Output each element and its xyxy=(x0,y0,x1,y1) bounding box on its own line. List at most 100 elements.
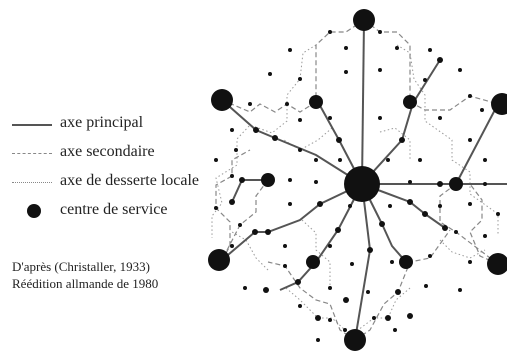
local-line-swatch xyxy=(12,182,52,183)
principal-line-swatch xyxy=(12,124,52,126)
settlement-19 xyxy=(468,94,472,98)
settlement-7 xyxy=(268,72,272,76)
settlement-53 xyxy=(243,286,247,290)
local-centre-9 xyxy=(239,177,245,183)
regional-centre-6 xyxy=(344,329,366,351)
settlement-10 xyxy=(378,68,382,72)
local-centre-13 xyxy=(437,57,443,63)
district-centre-6 xyxy=(399,255,413,269)
settlement-61 xyxy=(372,316,376,320)
large-centres xyxy=(208,9,507,351)
settlement-39 xyxy=(238,223,242,227)
settlement-44 xyxy=(454,230,458,234)
regional-centre-5 xyxy=(487,253,507,275)
settlement-6 xyxy=(428,48,432,52)
local-centre-21 xyxy=(407,313,413,319)
source-line-1: D'après (Christaller, 1933) xyxy=(12,259,150,274)
district-centre-5 xyxy=(306,255,320,269)
settlement-16 xyxy=(328,116,332,120)
secondary-line-swatch xyxy=(12,153,52,154)
settlement-35 xyxy=(483,182,487,186)
district-centre-3 xyxy=(261,173,275,187)
settlement-12 xyxy=(458,68,462,72)
settlement-42 xyxy=(388,204,392,208)
settlement-17 xyxy=(378,116,382,120)
settlement-54 xyxy=(283,264,287,268)
source-line-2: Réédition allmande de 1980 xyxy=(12,276,159,291)
settlement-62 xyxy=(393,328,397,332)
settlement-18 xyxy=(438,116,442,120)
legend-label-secondaire: axe secondaire xyxy=(60,143,155,160)
settlement-9 xyxy=(344,70,348,74)
local-centre-2 xyxy=(399,137,405,143)
settlement-48 xyxy=(328,244,332,248)
settlement-23 xyxy=(298,148,302,152)
local-centre-24 xyxy=(395,289,401,295)
settlement-51 xyxy=(428,254,432,258)
settlement-24 xyxy=(314,158,318,162)
settlement-1 xyxy=(288,48,292,52)
local-centre-11 xyxy=(252,229,258,235)
district-centre-4 xyxy=(449,177,463,191)
local-centre-5 xyxy=(335,227,341,233)
settlement-32 xyxy=(288,178,292,182)
settlement-43 xyxy=(438,204,442,208)
settlement-38 xyxy=(214,206,218,210)
local-centre-23 xyxy=(343,297,349,303)
settlement-41 xyxy=(348,204,352,208)
settlement-5 xyxy=(395,46,399,50)
local-centre-16 xyxy=(442,225,448,231)
settlement-36 xyxy=(468,202,472,206)
settlement-55 xyxy=(328,286,332,290)
settlement-14 xyxy=(285,102,289,106)
local-centre-6 xyxy=(379,221,385,227)
local-centre-7 xyxy=(272,135,278,141)
regional-centre-1 xyxy=(353,9,375,31)
centre-dot-swatch xyxy=(27,204,41,218)
settlement-28 xyxy=(468,138,472,142)
settlement-47 xyxy=(283,244,287,248)
source-citation: D'après (Christaller, 1933) Réédition al… xyxy=(12,258,158,292)
medium-centres xyxy=(261,95,463,269)
settlement-21 xyxy=(230,128,234,132)
settlement-57 xyxy=(424,284,428,288)
settlement-4 xyxy=(378,30,382,34)
settlement-8 xyxy=(298,77,302,81)
local-centre-4 xyxy=(407,199,413,205)
settlement-27 xyxy=(418,158,422,162)
regional-centre-3 xyxy=(491,93,507,115)
settlement-58 xyxy=(458,288,462,292)
settlement-63 xyxy=(316,338,320,342)
local-centre-1 xyxy=(336,137,342,143)
settlement-52 xyxy=(468,260,472,264)
district-centre-2 xyxy=(403,95,417,109)
settlement-15 xyxy=(298,118,302,122)
settlement-30 xyxy=(214,158,218,162)
local-centre-20 xyxy=(385,315,391,321)
settlement-2 xyxy=(328,30,332,34)
settlement-49 xyxy=(350,262,354,266)
settlement-40 xyxy=(288,202,292,206)
settlement-20 xyxy=(480,108,484,112)
legend-label-principal: axe principal xyxy=(60,114,144,131)
local-centre-14 xyxy=(437,181,443,187)
local-centre-17 xyxy=(295,279,301,285)
settlement-37 xyxy=(496,212,500,216)
legend-label-centre: centre de service xyxy=(60,201,168,218)
settlement-29 xyxy=(483,158,487,162)
local-centre-19 xyxy=(315,315,321,321)
settlement-22 xyxy=(234,148,238,152)
local-centre-18 xyxy=(367,247,373,253)
settlement-3 xyxy=(344,46,348,50)
settlement-33 xyxy=(314,180,318,184)
main-centre-1 xyxy=(344,166,380,202)
settlement-60 xyxy=(328,318,332,322)
settlement-13 xyxy=(248,102,252,106)
settlement-25 xyxy=(338,158,342,162)
settlement-31 xyxy=(230,174,234,178)
settlement-34 xyxy=(408,180,412,184)
settlement-45 xyxy=(483,234,487,238)
settlement-46 xyxy=(230,244,234,248)
settlement-59 xyxy=(298,304,302,308)
